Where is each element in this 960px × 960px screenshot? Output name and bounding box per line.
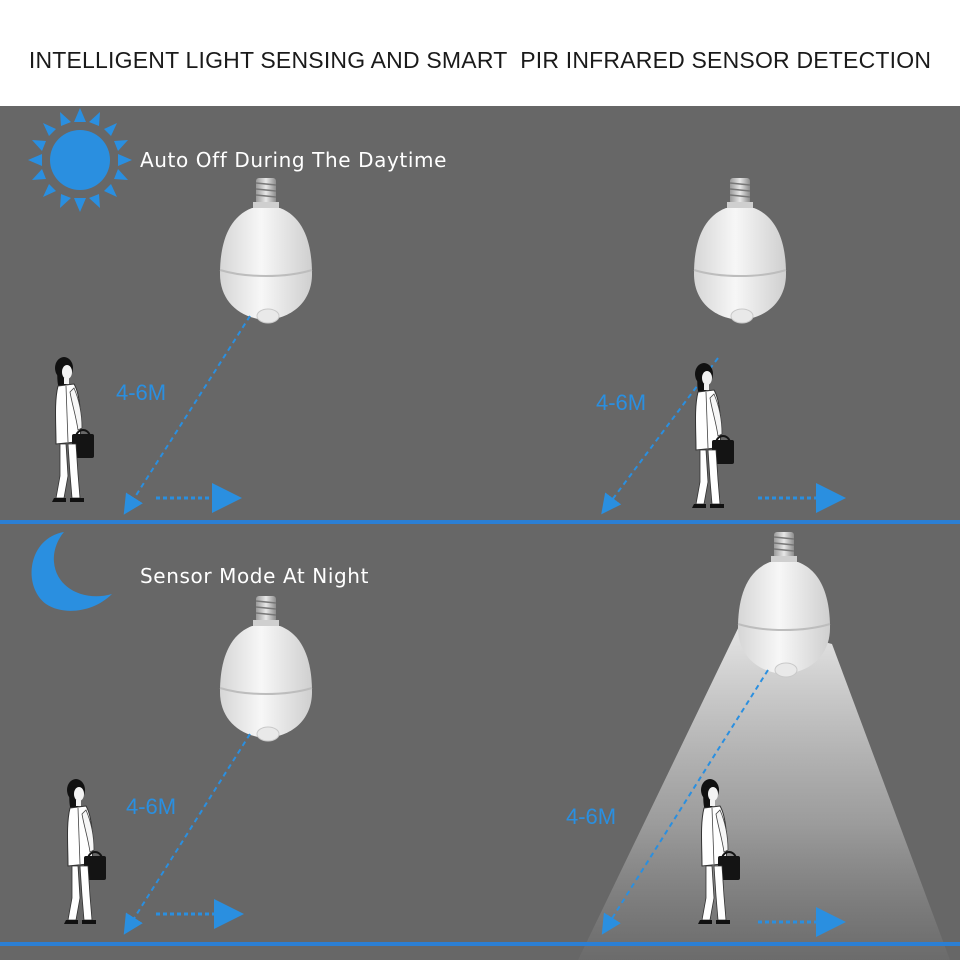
distance-label: 4-6M [116, 380, 167, 405]
day-panel: Auto Off During The Daytime 4-6M 4-6M [0, 106, 960, 524]
distance-label: 4-6M [596, 390, 647, 415]
night-scene [0, 531, 960, 960]
detection-line-night-left [123, 733, 251, 935]
bulb-unlit-night [219, 595, 313, 742]
moon-icon [31, 532, 112, 611]
day-scene [0, 108, 960, 524]
detection-line-left [123, 315, 251, 515]
header: INTELLIGENT LIGHT SENSING AND SMART PIR … [0, 0, 960, 106]
night-caption: Sensor Mode At Night [140, 564, 370, 588]
night-panel: Sensor Mode At Night 4-6M 4-6M [0, 524, 960, 960]
floor-line [0, 520, 960, 524]
distance-label: 4-6M [126, 794, 177, 819]
floor-line [0, 942, 960, 946]
page-title: INTELLIGENT LIGHT SENSING AND SMART PIR … [28, 47, 932, 73]
woman-figure-left [51, 356, 95, 503]
bulb-unlit-left [219, 177, 313, 324]
woman-figure-right [691, 362, 735, 509]
sun-icon [28, 108, 132, 212]
bulb-lit [737, 531, 831, 678]
day-caption: Auto Off During The Daytime [140, 148, 447, 172]
bulb-unlit-right [693, 177, 787, 324]
light-beam [578, 620, 950, 960]
distance-label: 4-6M [566, 804, 617, 829]
woman-figure-night-left [63, 778, 107, 925]
detection-line-night-right [601, 669, 769, 935]
